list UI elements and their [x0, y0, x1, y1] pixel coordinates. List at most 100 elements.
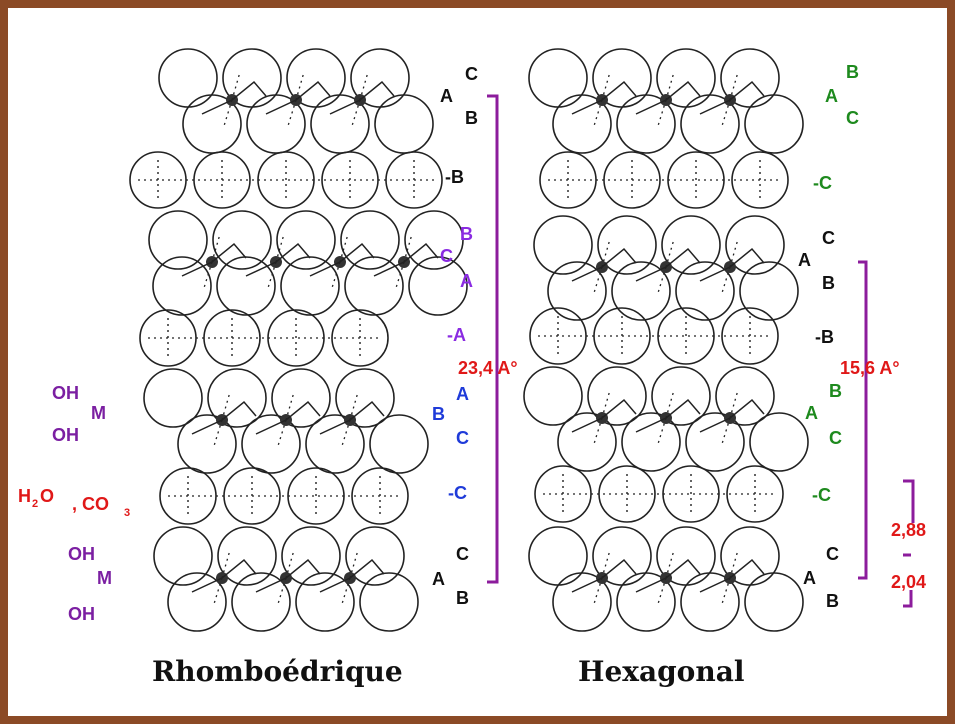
hexa-label-A2: A	[798, 250, 811, 270]
hydroxyl-bond	[395, 261, 405, 289]
metal-bond	[635, 558, 701, 593]
interlayer-atom	[726, 465, 784, 523]
oxygen-atom-top	[153, 526, 213, 586]
oxygen-atom-top	[587, 366, 647, 426]
metal-bond	[265, 80, 331, 115]
hydroxyl-bond	[349, 549, 359, 579]
metal-bond	[571, 80, 637, 115]
oxygen-atom-top	[528, 48, 588, 108]
metal-bond	[699, 80, 765, 115]
hydroxyl-bond	[593, 99, 603, 127]
hydroxyl-bond	[331, 261, 341, 289]
hexa-label-B4: B	[826, 591, 839, 611]
oxygen-atom-bottom	[557, 412, 617, 472]
hydroxide-label-4: OH	[68, 604, 95, 624]
hexa-label-A4: A	[803, 568, 816, 588]
hydroxyl-bond	[593, 577, 603, 605]
oxygen-atom-bottom	[621, 412, 681, 472]
hydroxyl-bond	[275, 233, 285, 263]
hydroxyl-bond	[729, 71, 739, 101]
hydroxyl-bond	[341, 577, 351, 605]
oxygen-atom-bottom	[685, 412, 745, 472]
metal-bond	[201, 80, 267, 115]
water-H: H	[18, 486, 31, 506]
hydroxyl-bond	[593, 417, 603, 445]
rhombo-label-A3: A	[456, 384, 469, 404]
rhombo-label-A1: A	[440, 86, 453, 106]
interlayer-bracket	[903, 479, 915, 523]
hydroxyl-bond	[729, 549, 739, 579]
metal-bond	[255, 558, 321, 593]
hydroxyl-bond	[339, 233, 349, 263]
interlayer-atom	[331, 309, 389, 367]
hexa-label-A1: A	[825, 86, 838, 106]
hydroxyl-bond	[211, 233, 221, 263]
interlayer-atom	[351, 467, 409, 525]
water-O: O	[40, 486, 54, 506]
hydroxyl-bond	[657, 417, 667, 445]
hydroxide-label-1: OH	[52, 383, 79, 403]
hydroxyl-bond	[721, 417, 731, 445]
oxygen-atom-bottom	[231, 572, 291, 632]
hydroxyl-bond	[221, 391, 231, 421]
oxygen-atom-top	[533, 215, 593, 275]
hexa-label-B1: B	[846, 62, 859, 82]
sheet-bracket-bottom	[903, 590, 913, 608]
metal-bond	[635, 247, 701, 282]
oxygen-atom-top	[661, 215, 721, 275]
hydroxyl-bond	[601, 71, 611, 101]
hydroxyl-bond	[267, 261, 277, 289]
hydroxyl-bond	[729, 389, 739, 419]
hydroxyl-bond	[665, 71, 675, 101]
hydroxyl-bond	[277, 577, 287, 605]
oxygen-atom-bottom	[680, 94, 740, 154]
hydroxyl-bond	[665, 389, 675, 419]
oxygen-atom-bottom	[547, 261, 607, 321]
oxygen-atom-top	[715, 366, 775, 426]
hydroxyl-bond	[657, 577, 667, 605]
hydroxyl-bond	[351, 99, 361, 127]
hydroxyl-bond	[295, 71, 305, 101]
oxygen-atom-bottom	[744, 94, 804, 154]
metal-bond	[571, 558, 637, 593]
oxygen-atom-bottom	[374, 94, 434, 154]
oxygen-atom-bottom	[611, 261, 671, 321]
interlayer-distance: 2,88	[891, 520, 926, 540]
metal-bond	[329, 80, 395, 115]
hexa-period-distance: 15,6 A°	[840, 358, 900, 378]
hydroxyl-bond	[657, 266, 667, 294]
oxygen-atom-bottom	[305, 414, 365, 474]
hydroxyl-bond	[403, 233, 413, 263]
hexa-label-A3: A	[805, 403, 818, 423]
hydroxyl-bond	[287, 99, 297, 127]
oxygen-atom-top	[597, 215, 657, 275]
carbonate-subscript-3: 3	[124, 507, 130, 519]
metal-bond	[571, 398, 637, 433]
oxygen-atom-bottom	[680, 572, 740, 632]
rhombo-period-distance: 23,4 A°	[458, 358, 518, 378]
rhombo-label-B2: B	[460, 224, 473, 244]
water-subscript-2: 2	[32, 498, 38, 510]
hydroxyl-bond	[601, 238, 611, 268]
oxygen-atom-top	[340, 210, 400, 270]
oxygen-atom-bottom	[739, 261, 799, 321]
hydroxyl-bond	[359, 71, 369, 101]
rhombo-label-C2: C	[440, 246, 453, 266]
hexa-label-minusC2: -C	[812, 485, 831, 505]
rhombo-label-B1: B	[465, 108, 478, 128]
oxygen-atom-top	[528, 526, 588, 586]
hexa-label-C2: C	[822, 228, 835, 248]
oxygen-atom-top	[335, 368, 395, 428]
rhombo-label-minusC: -C	[448, 483, 467, 503]
hydroxyl-bond	[665, 549, 675, 579]
oxygen-atom-bottom	[616, 94, 676, 154]
hydroxyl-bond	[601, 389, 611, 419]
oxygen-atom-top	[276, 210, 336, 270]
hexa-stacking-labels: A B C -C A C B -B A B C -C A C B 15,6 A°…	[798, 62, 926, 611]
oxygen-atom-top	[217, 526, 277, 586]
oxygen-atom-top	[143, 368, 203, 428]
oxygen-atom-bottom	[369, 414, 429, 474]
hydroxyl-bond	[729, 238, 739, 268]
oxygen-atom-bottom	[167, 572, 227, 632]
rhombo-label-B4: B	[456, 588, 469, 608]
